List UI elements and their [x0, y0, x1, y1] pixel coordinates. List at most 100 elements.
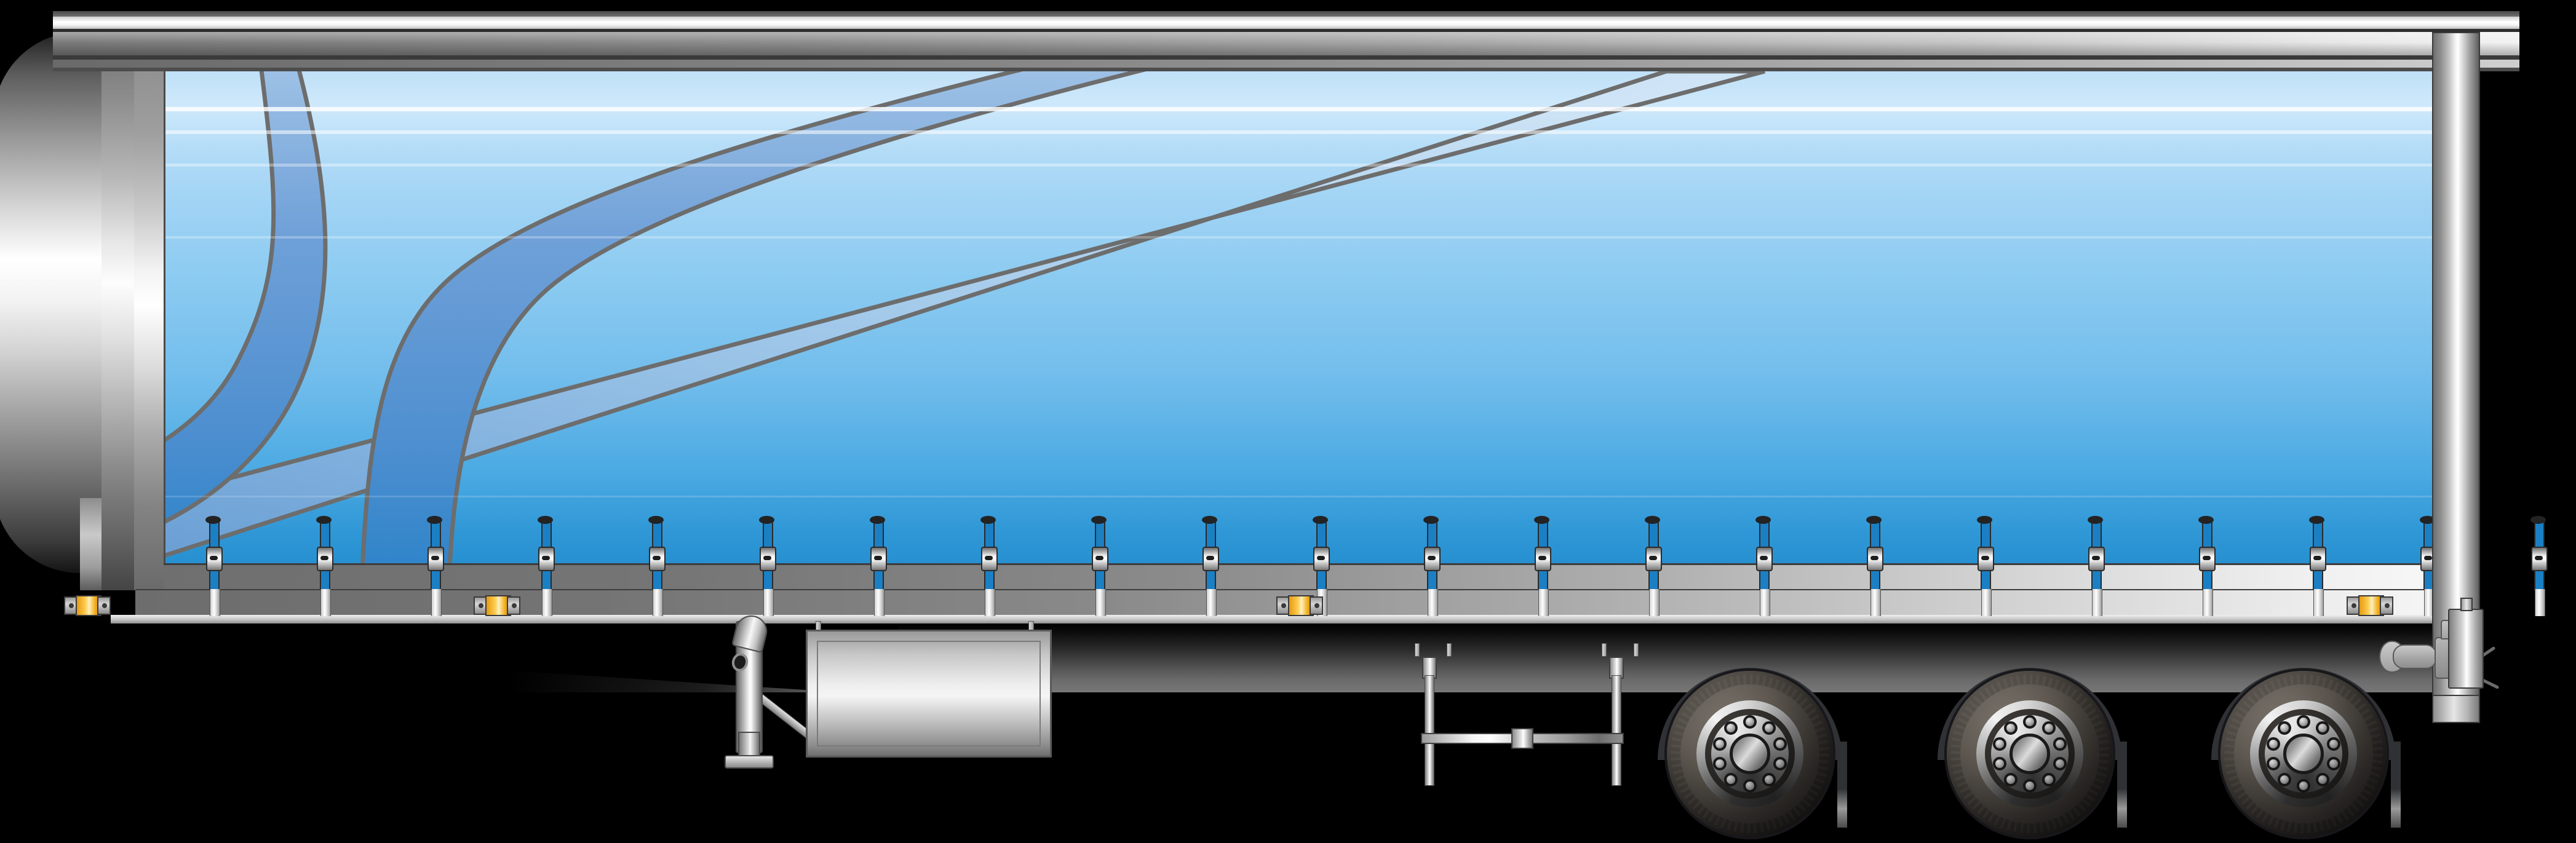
axle-1-wheel [1667, 671, 1833, 837]
curtain-strap-cap [1977, 516, 1992, 524]
curtain-strap-buckle [538, 547, 555, 571]
lamp-bracket-right [97, 596, 111, 615]
curtain-strap-cap [1866, 516, 1882, 524]
strap-stub [1870, 589, 1881, 616]
strap-stub [2535, 589, 2545, 616]
axle-2-wheel [1947, 671, 2113, 837]
spare-carrier-pin-b [1447, 643, 1452, 657]
curtain-strap-cap [1423, 516, 1439, 524]
roof-rail-seam-lower [53, 68, 2519, 71]
spare-carrier-pole-left [1425, 675, 1434, 786]
lamp-bracket-right [2380, 596, 2393, 615]
curtain-streak-1 [165, 107, 2434, 111]
curtain-strap-buckle [1867, 547, 1883, 571]
curtain-strap-buckle [1978, 547, 1994, 571]
strap-stub [1095, 589, 1106, 616]
curtain-strap-buckle [981, 547, 998, 571]
fender-mudflap [2391, 742, 2401, 828]
strap-stub [320, 589, 331, 616]
strap-stub [2092, 589, 2102, 616]
strap-stub [2313, 589, 2324, 616]
roof-rail-highlight [53, 17, 2519, 29]
strap-stub [985, 589, 995, 616]
rear-mounting-bracket [2448, 609, 2484, 689]
landing-gear-lower-tube [738, 732, 760, 758]
rear-side-marker [2347, 595, 2393, 616]
gooseneck-wedge [111, 623, 898, 696]
wheel-shading [2220, 671, 2387, 837]
rear-post-foot [2432, 695, 2480, 723]
curtain-strap-cap [980, 516, 996, 524]
curtain-strap-cap [2309, 516, 2324, 524]
curtain-streak-3 [165, 164, 2434, 167]
curtain-strap-buckle [427, 547, 444, 571]
wheel-shading [1667, 671, 1833, 837]
front-nose-band-outer [101, 32, 137, 590]
fender-mudflap [1837, 742, 1847, 828]
underbody-toolbox [806, 630, 1052, 758]
toolbox-lid-outline [817, 641, 1041, 746]
curtain-streak-2 [165, 130, 2434, 134]
spare-carrier-pin-c [1602, 643, 1607, 657]
curtain-strap-cap [2088, 516, 2103, 524]
landing-gear-foot-pad [725, 755, 774, 769]
curtain-strap-buckle [1092, 547, 1108, 571]
roof-rail-body [53, 32, 2519, 55]
curtain-strap-cap [316, 516, 332, 524]
curtain-strap-cap [1313, 516, 1328, 524]
spare-carrier-centre-block [1511, 728, 1533, 749]
curtain-strap-buckle [1756, 547, 1773, 571]
curtain-strap-buckle [317, 547, 333, 571]
curtain-strap-buckle [1313, 547, 1330, 571]
curtain-strap-cap [538, 516, 553, 524]
curtain-streak-5 [165, 496, 2434, 497]
curtain-diagonal-band [165, 71, 1765, 558]
mid-side-marker-2 [1276, 595, 1323, 616]
strap-stub [1981, 589, 1992, 616]
strap-stub [542, 589, 552, 616]
wheel-shading [1947, 671, 2113, 837]
curtain-streak-4 [165, 236, 2434, 239]
curtain-strap-buckle [2310, 547, 2326, 571]
roof-rail-lower-band [53, 60, 2519, 68]
front-nose-band-inner [134, 32, 165, 590]
strap-stub [1538, 589, 1549, 616]
curtain-strap-cap [870, 516, 885, 524]
curtain-strap-buckle [870, 547, 887, 571]
curtain-strap-cap [1534, 516, 1549, 524]
strap-stub [210, 589, 220, 616]
curtain-strap-cap [427, 516, 442, 524]
strap-stub [874, 589, 885, 616]
rear-air-coupling-neck [2393, 644, 2437, 669]
fender-mudflap [2117, 742, 2127, 828]
rear-bracket-tab [2460, 598, 2473, 611]
curtain-strap-cap [1645, 516, 1660, 524]
axle-3-wheel [2220, 671, 2387, 837]
mid-side-marker-1 [474, 595, 520, 616]
curtain-strap-buckle [760, 547, 776, 571]
strap-stub [1428, 589, 1438, 616]
curtain-strap-cap [1202, 516, 1217, 524]
curtain-strap-cap [759, 516, 774, 524]
curtain-strap-buckle [2531, 547, 2548, 571]
strap-stub [2203, 589, 2213, 616]
spare-carrier-pin-a [1415, 643, 1420, 657]
spare-carrier-pin-d [1634, 643, 1639, 657]
curtain-s-curve-stripes [165, 71, 1147, 563]
lamp-bracket-right [1310, 596, 1323, 615]
side-curtain [164, 71, 2436, 563]
curtain-strap-buckle [1424, 547, 1441, 571]
curtain-strap-cap [1755, 516, 1771, 524]
curtain-strap-buckle [2088, 547, 2105, 571]
curtain-strap-buckle [1203, 547, 1219, 571]
strap-stub [431, 589, 442, 616]
roof-rail-shading [53, 32, 2519, 55]
curtain-strap-cap [205, 516, 221, 524]
strap-stub [763, 589, 774, 616]
curtain-strap-cap [648, 516, 664, 524]
roof-rail-dark-cap [53, 11, 2519, 17]
curtain-strap-cap [1091, 516, 1107, 524]
roof-rail-seam-upper [53, 29, 2519, 32]
curtain-strap-cap [2420, 516, 2435, 524]
curtain-strap-buckle [206, 547, 223, 571]
